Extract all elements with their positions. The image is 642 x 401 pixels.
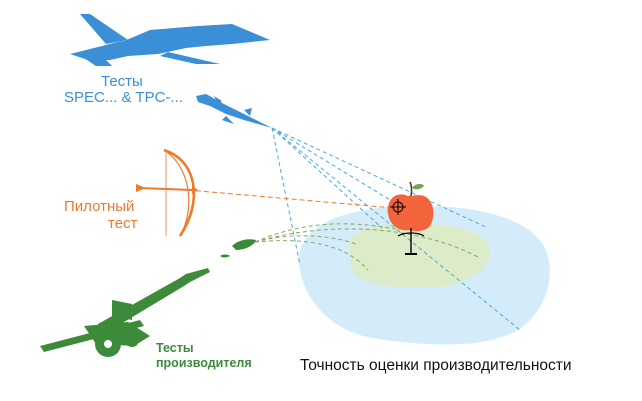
vendor-tests-label: Тесты: [156, 341, 194, 355]
pilot-test-sublabel: тест: [108, 215, 138, 232]
bow-and-arrow-icon: [136, 148, 198, 237]
vendor-tests-sublabel: производителя: [156, 356, 252, 370]
crosshair-icon: [390, 199, 406, 215]
shell-icon: [220, 239, 256, 258]
inner-accuracy-zone: [349, 223, 490, 288]
spec-tests-sublabel: SPEC... & TPC-...: [64, 89, 183, 106]
arrow-trajectory: [187, 189, 395, 209]
shell-trajectories: [254, 223, 481, 271]
pilot-test-label: Пилотный: [64, 198, 135, 215]
missile-icon: [196, 94, 272, 128]
apple-target-icon: [387, 181, 434, 255]
artillery-cannon-icon: [40, 268, 210, 357]
spec-tests-label: Тесты: [101, 73, 143, 90]
missile-sight-lines: [271, 127, 521, 331]
diagram-caption: Точность оценки производительности: [300, 357, 572, 374]
fighter-jet-icon: [70, 14, 270, 66]
